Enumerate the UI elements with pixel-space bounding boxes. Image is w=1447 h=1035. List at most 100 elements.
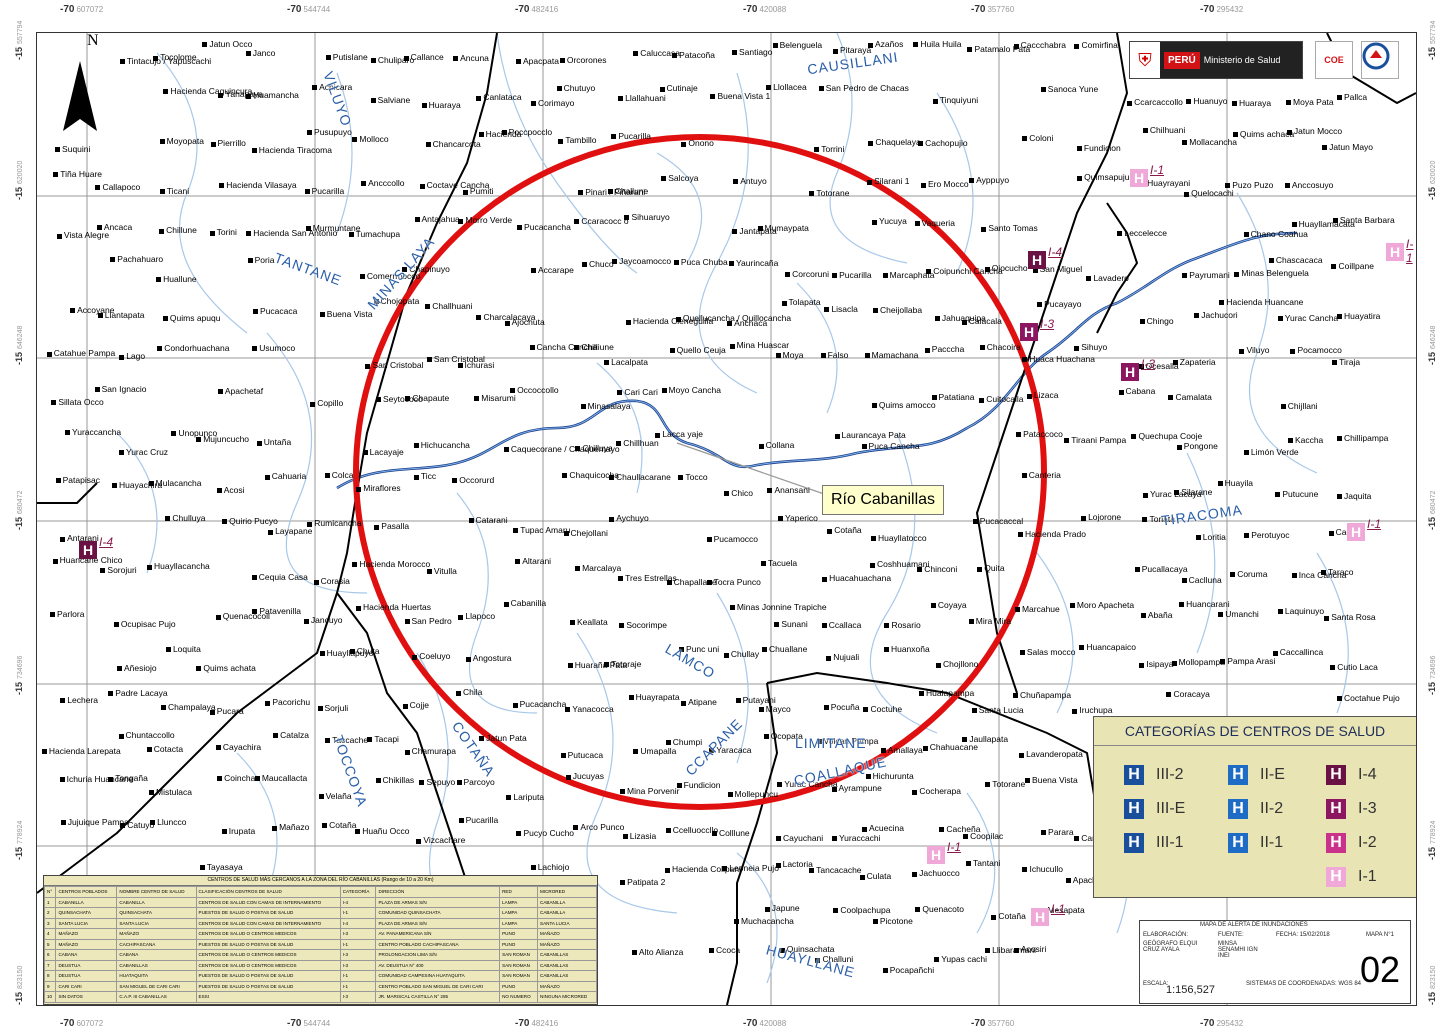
- town-label: Jucuyas: [566, 771, 604, 781]
- table-header-cell: RED: [499, 886, 538, 898]
- town-label: Accoyane: [70, 305, 114, 315]
- town-label: Tacapi: [367, 734, 399, 744]
- town-label: Puzo Puzo: [1225, 180, 1273, 190]
- town-label: Janco: [246, 48, 276, 58]
- town-label: Huanxoña: [884, 644, 930, 654]
- town-label: Hacienda Huancane: [1219, 297, 1303, 307]
- town-label: Tocolome: [153, 52, 196, 62]
- town-label: Socorimpe: [619, 620, 667, 630]
- town-label: Chila: [456, 687, 482, 697]
- town-label: Corasia: [314, 576, 350, 586]
- side-coord-label-r-2: -15646248: [1427, 325, 1437, 365]
- health-center-category-label: I-3: [1040, 317, 1055, 331]
- town-label: Achicara: [312, 82, 352, 92]
- table-cell: HUATAQUITA: [116, 970, 197, 982]
- health-center-icon[interactable]: H: [1347, 523, 1365, 541]
- health-center-icon[interactable]: H: [1386, 243, 1404, 261]
- table-cell: I-1: [339, 970, 377, 982]
- table-cell: CABANILLA: [537, 907, 597, 919]
- town-label: Lluncco: [150, 817, 186, 827]
- town-label: Rosario: [884, 620, 920, 630]
- health-center-icon[interactable]: H: [1121, 363, 1139, 381]
- town-label: Chojopata: [374, 296, 420, 306]
- town-label: Tiña Huare: [53, 169, 102, 179]
- town-label: Caclluna: [1182, 575, 1222, 585]
- town-label: Hacienda San Antonio: [246, 228, 337, 238]
- town-label: Llollacea: [766, 82, 807, 92]
- town-label: Pachahuaro: [110, 254, 163, 264]
- town-label: Hichucancha: [414, 440, 470, 450]
- table-cell: PUNO: [499, 928, 538, 940]
- town-label: San Ignacio: [95, 384, 147, 394]
- town-label: Cotaña: [827, 525, 861, 535]
- town-label: Patacoña: [672, 50, 715, 60]
- town-label: Pucallacaya: [1135, 564, 1188, 574]
- town-label: Cabana: [1119, 386, 1156, 396]
- town-label: Jachuocco: [912, 868, 960, 878]
- town-label: Hacienda Morocco: [352, 559, 430, 569]
- town-label: Moya Pata: [1286, 97, 1334, 107]
- health-center-icon[interactable]: H: [1031, 908, 1049, 926]
- town-label: Zapateria: [1173, 357, 1216, 367]
- town-label: Onono: [681, 138, 714, 148]
- table-cell: SANTA LUCIA: [537, 917, 597, 929]
- side-coord-label-r-6: -15823150: [1427, 965, 1437, 1005]
- table-cell: I-1: [339, 907, 377, 919]
- town-label: Chaquicocha: [562, 470, 619, 480]
- health-center-icon[interactable]: H: [927, 846, 945, 864]
- town-label: Hacienda Vilasaya: [219, 180, 296, 190]
- town-label: Jaullapata: [962, 734, 1008, 744]
- town-label: Huila Huila: [913, 39, 961, 49]
- town-label: Seytococo: [376, 394, 423, 404]
- north-arrow-icon: N: [63, 33, 99, 131]
- table-cell: I-4: [339, 896, 377, 908]
- town-label: Lavadero: [1086, 273, 1128, 283]
- town-label: Lavanderopata: [1019, 749, 1083, 759]
- town-label: Ccoca: [709, 945, 740, 955]
- table-cell: PLAZA DE ARMAS S/N: [375, 917, 501, 929]
- town-label: Ticc: [414, 471, 436, 481]
- table-cell: SAN ROMAN: [499, 970, 538, 982]
- town-label: Chojllono: [936, 659, 978, 669]
- town-label: Quello Ceuja: [670, 345, 726, 355]
- town-label: Quims amocco: [872, 400, 936, 410]
- legend-item-label: I-2: [1358, 834, 1377, 851]
- town-label: Colca: [325, 470, 354, 480]
- health-center-icon[interactable]: H: [1028, 251, 1046, 269]
- town-label: Yaurincaña: [729, 258, 778, 268]
- town-label: Chullay: [724, 649, 759, 659]
- town-label: Tancacache: [809, 865, 861, 875]
- town-label: Pasalla: [374, 521, 409, 531]
- town-label: Kaccha: [1288, 435, 1323, 445]
- town-label: Challuni: [815, 954, 853, 964]
- town-label: Cari Cari: [617, 387, 658, 397]
- town-label: Camalata: [1168, 392, 1211, 402]
- town-label: Chapallane: [667, 577, 717, 587]
- town-label: Coipunchi Cancha: [926, 266, 1002, 276]
- town-label: Pumiti: [463, 186, 494, 196]
- town-label: Amallaya: [881, 745, 923, 755]
- town-label: Pacccha: [925, 344, 965, 354]
- town-label: Layapane: [268, 526, 312, 536]
- health-center-icon[interactable]: H: [1020, 323, 1038, 341]
- town-label: Huayrapata: [629, 692, 680, 702]
- table-cell: CABANILLAS: [537, 949, 597, 961]
- town-label: Usumoco: [252, 343, 295, 353]
- table-cell: PUNO: [499, 938, 538, 950]
- health-center-icon[interactable]: H: [79, 541, 97, 559]
- health-center-icon[interactable]: H: [1130, 169, 1148, 187]
- town-label: Cequia Casa: [252, 572, 308, 582]
- district-boundary-3: [726, 682, 779, 1005]
- fecha-label: FECHA: 15/02/2018: [1276, 932, 1330, 938]
- town-label: Tolapata: [782, 297, 821, 307]
- north-label: N: [87, 33, 99, 49]
